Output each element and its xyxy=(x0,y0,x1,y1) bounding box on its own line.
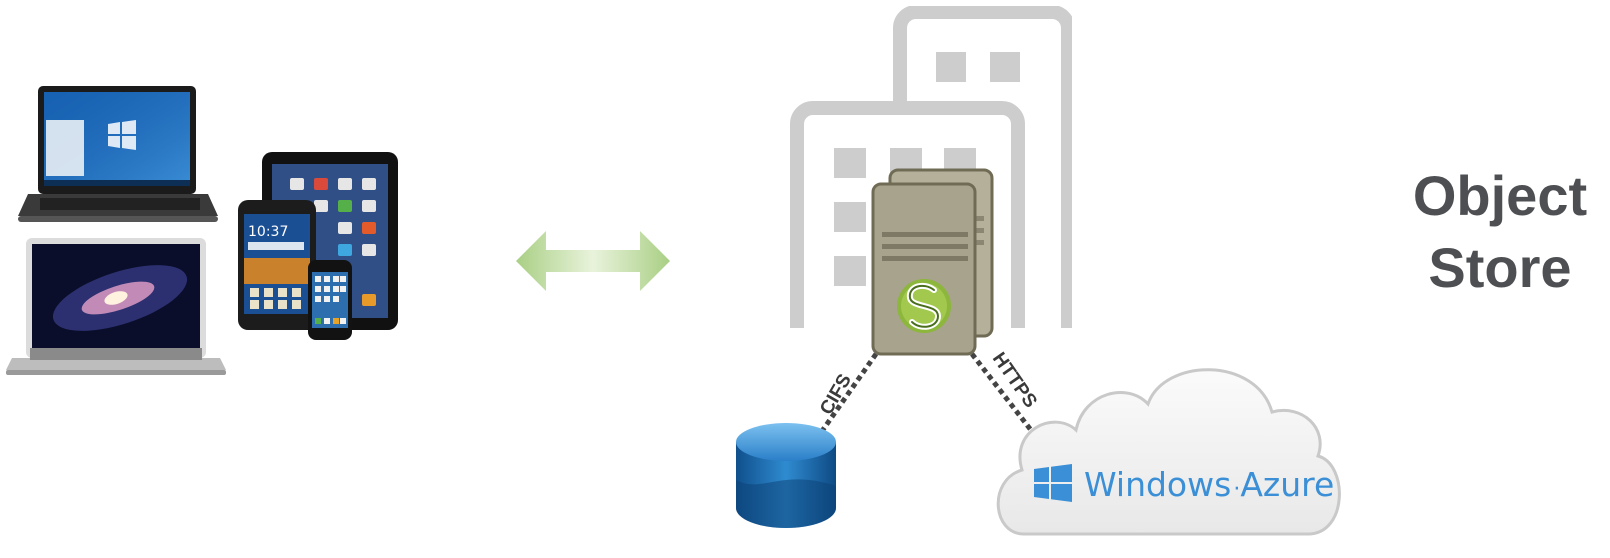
client-devices: 10:37 xyxy=(0,80,420,380)
object-store-title: Object Store xyxy=(1390,160,1610,303)
iphone-icon xyxy=(308,260,352,340)
svg-text:10:37: 10:37 xyxy=(248,224,288,240)
server-stack-icon xyxy=(868,166,998,360)
object-store-line1: Object xyxy=(1412,164,1588,227)
windows-logo-icon xyxy=(1034,464,1072,502)
windows-laptop-icon xyxy=(18,86,218,222)
azure-word: Azure xyxy=(1240,465,1334,504)
windows-azure-brand: Windows·Azure xyxy=(1084,465,1334,504)
android-phone-icon: 10:37 xyxy=(238,200,316,330)
sync-double-arrow-icon xyxy=(514,228,672,294)
windows-word: Windows xyxy=(1084,465,1231,504)
object-store-line2: Store xyxy=(1428,235,1572,299)
windows-azure-cloud: Windows·Azure xyxy=(988,352,1346,544)
protocol-connectors: CIFS HTTPS xyxy=(720,330,1080,460)
database-cylinder-icon xyxy=(732,420,840,532)
sync-s-logo-icon xyxy=(897,279,951,333)
macbook-air-icon xyxy=(6,238,226,375)
